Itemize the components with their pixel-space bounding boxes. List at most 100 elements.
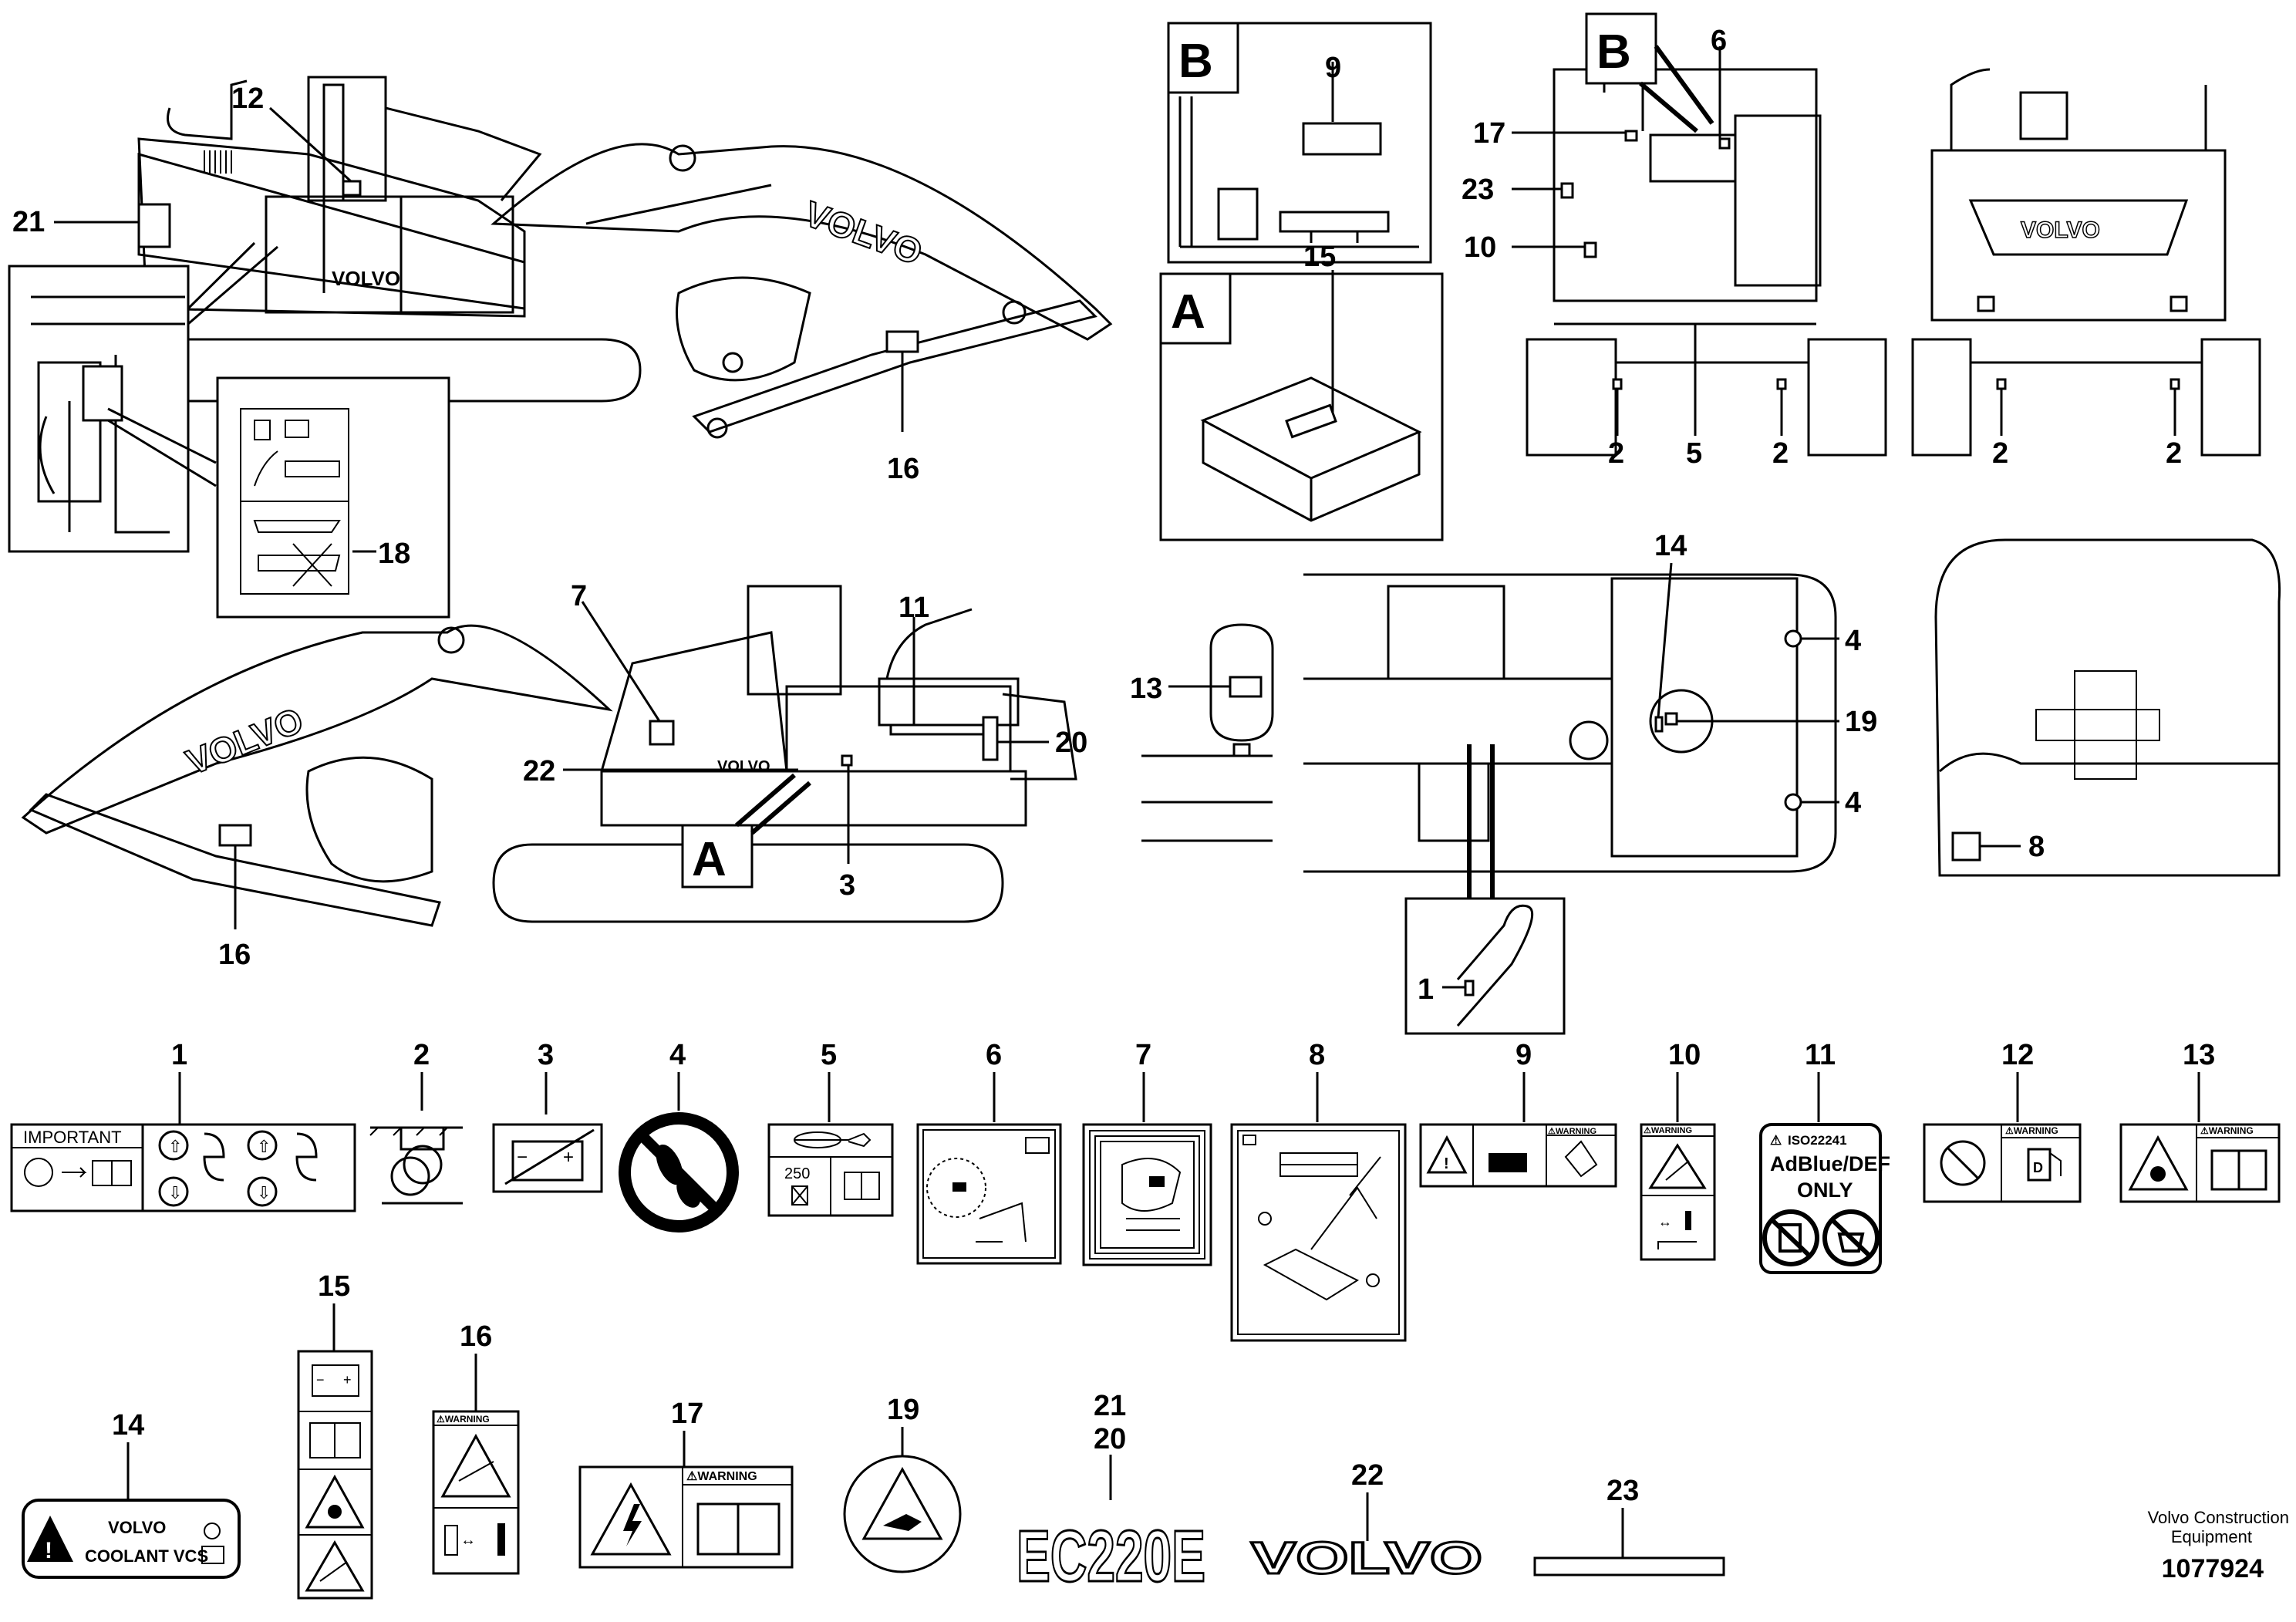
excavator-top-view (1303, 573, 1837, 1035)
decal-13-warning-text: ⚠WARNING (2200, 1125, 2254, 1136)
decal-11-adblue: ⚠ ISO22241 AdBlue/DEF ONLY (1759, 1123, 1890, 1274)
callout-5: 5 (1686, 437, 1702, 470)
callout-2a: 2 (1608, 437, 1624, 470)
decal-brand-text: VOLVO (1251, 1533, 1482, 1583)
company-name-line2: Equipment (2171, 1527, 2252, 1546)
decal-16-warning: ⚠WARNING ↔ (432, 1410, 520, 1575)
label-9-position (1302, 122, 1382, 156)
callout-13: 13 (1130, 673, 1162, 705)
decal-10-warning: ⚠WARNING ↔ (1640, 1123, 1716, 1261)
decal-10-warning-text: ⚠WARNING (1644, 1126, 1692, 1135)
callout-4b: 4 (1845, 787, 1861, 819)
label-1-position (1464, 980, 1475, 996)
decal-8-cab-instructions (1230, 1123, 1407, 1342)
label-13-position (1229, 676, 1263, 698)
excavator-rear-view: B (1526, 12, 1887, 457)
decal-3-number: 3 (538, 1039, 554, 1071)
callout-14: 14 (1654, 530, 1687, 562)
warning-triangle-icon (861, 1466, 943, 1540)
decal-12-warning: ⚠WARNING D (1923, 1123, 2082, 1203)
decal-9-number: 9 (1515, 1039, 1532, 1071)
excavator-right-side-view: VOLVO VOLVO A (21, 585, 1077, 927)
decal-23-number: 23 (1607, 1475, 1639, 1507)
decal-4-number: 4 (669, 1039, 686, 1071)
decal-2-lifting-point (369, 1126, 463, 1205)
tank-detail (1141, 623, 1274, 842)
svg-text:⚠: ⚠ (1770, 1133, 1782, 1148)
callout-2d: 2 (2166, 437, 2182, 470)
callout-21: 21 (12, 206, 45, 238)
svg-text:D: D (2033, 1160, 2043, 1175)
decal-7-machine-diagram (1082, 1123, 1212, 1266)
warning-triangle-icon (1426, 1135, 1468, 1174)
detail-inset-hydraulic-tank (8, 241, 278, 553)
battery-icon (312, 1364, 359, 1397)
label-19-position (1664, 712, 1678, 726)
fuel-icon (1778, 1223, 1802, 1253)
svg-text:↔: ↔ (1658, 1214, 1672, 1229)
decal-1-important-text: IMPORTANT (23, 1128, 122, 1147)
warning-triangle-icon (27, 1516, 73, 1562)
boom-brand-text-2: VOLVO (180, 700, 308, 782)
decal-5-number: 5 (821, 1039, 837, 1071)
svg-text:⇧: ⇧ (168, 1137, 182, 1156)
decal-13-warning: ⚠WARNING (2119, 1123, 2281, 1203)
decal-5-interval-text: 250 (784, 1165, 810, 1182)
callout-19: 19 (1845, 706, 1877, 738)
svg-text:−: − (316, 1372, 325, 1388)
detail-a-panel: A (1159, 272, 1444, 541)
title-block: Volvo Construction Equipment 1077924 (2148, 1508, 2289, 1583)
label-6-position (1718, 137, 1731, 150)
detail-a-label: A (1171, 285, 1205, 339)
document-number: 1077924 (2162, 1554, 2264, 1583)
decal-4-no-step (619, 1112, 739, 1233)
company-name-line1: Volvo Construction (2148, 1508, 2289, 1527)
decal-10-number: 10 (1668, 1039, 1701, 1071)
svg-text:↔: ↔ (460, 1532, 476, 1549)
callout-15: 15 (1303, 241, 1336, 273)
callout-9: 9 (1325, 52, 1341, 84)
fire-hazard-icon (2128, 1135, 2189, 1191)
decal-8-number: 8 (1309, 1039, 1325, 1071)
decal-16-number: 16 (460, 1320, 492, 1353)
decal-11-only-text: ONLY (1797, 1179, 1853, 1202)
boom-brand-text: VOLVO (800, 194, 928, 273)
fire-hazard-icon (305, 1474, 365, 1529)
decal-22-brand: VOLVO (1250, 1533, 1484, 1585)
callout-numbers: 12 21 18 16 9 15 6 17 23 10 2 5 2 2 2 7 … (12, 25, 2182, 1006)
decal-11-iso-text: ISO22241 (1788, 1133, 1847, 1148)
callout-7: 7 (571, 580, 587, 612)
decal-11-number: 11 (1805, 1039, 1836, 1071)
decal-12-number: 12 (2001, 1039, 2034, 1071)
electric-shock-icon (590, 1482, 672, 1556)
decal-20-number: 20 (1094, 1423, 1126, 1455)
callout-18: 18 (378, 538, 410, 570)
fuel-icon (2027, 1148, 2052, 1182)
label-3-position (841, 754, 853, 767)
decal-3-battery-disconnect: − + (492, 1123, 603, 1193)
callout-17: 17 (1473, 117, 1505, 150)
decal-6-number: 6 (986, 1039, 1002, 1071)
crush-hazard-icon (305, 1540, 365, 1592)
callout-16-top: 16 (887, 453, 919, 485)
view-a-marker: A (692, 833, 727, 886)
excavator-front-view: VOLVO (1911, 68, 2261, 457)
callout-23: 23 (1462, 174, 1494, 206)
decal-11-adblue-text: AdBlue/DEF (1770, 1152, 1890, 1175)
label-12-position (342, 180, 362, 197)
decal-15-number: 15 (318, 1270, 350, 1303)
label-4-position-top (1784, 629, 1802, 648)
decal-14-brand-text: VOLVO (108, 1518, 166, 1537)
decal-19-hand-hazard (843, 1455, 962, 1573)
label-2-position-front-left (1996, 378, 2007, 390)
detail-b-panel: B (1167, 22, 1432, 264)
decal-14-number: 14 (112, 1409, 144, 1442)
crush-hazard-icon (440, 1433, 511, 1498)
label-2-position-right (1776, 378, 1787, 390)
svg-text:+: + (343, 1372, 352, 1388)
view-b-marker: B (1596, 25, 1631, 79)
label-17-position (1624, 130, 1638, 142)
detail-b-label: B (1178, 35, 1213, 88)
decal-2-number: 2 (413, 1039, 430, 1071)
decal-14-coolant: ! VOLVO COOLANT VCS (22, 1499, 241, 1579)
